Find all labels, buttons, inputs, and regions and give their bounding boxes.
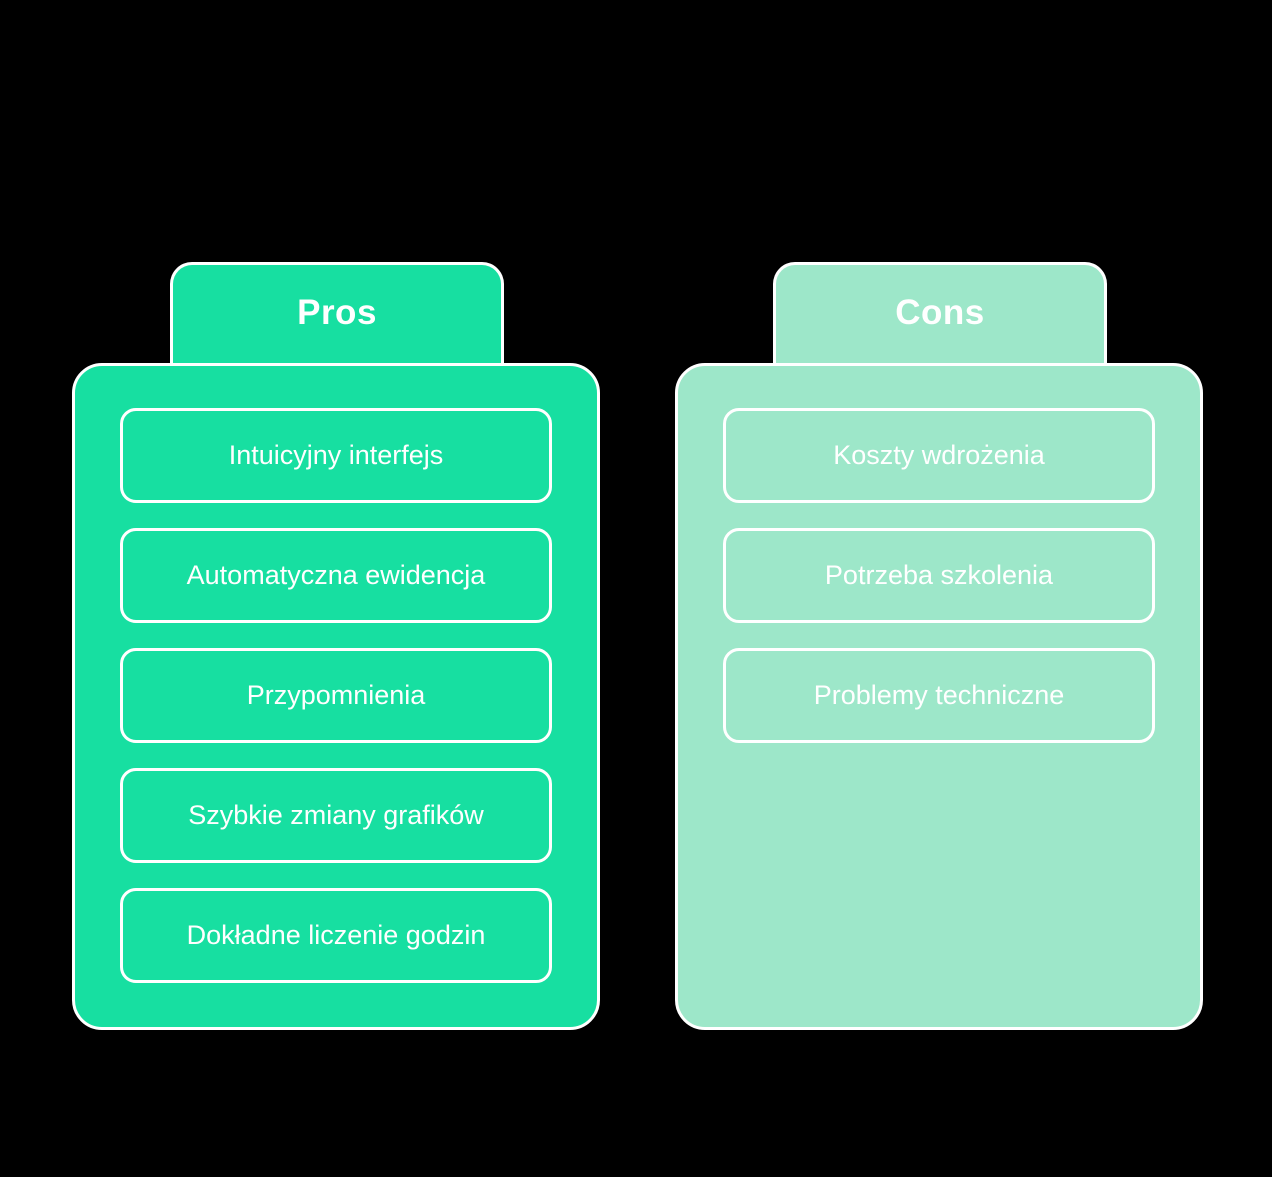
list-item-label: Automatyczna ewidencja [186,560,486,591]
list-item-label: Dokładne liczenie godzin [186,920,486,951]
list-item[interactable]: Potrzeba szkolenia [723,528,1155,623]
list-item-label: Potrzeba szkolenia [824,560,1054,591]
list-item[interactable]: Dokładne liczenie godzin [120,888,552,983]
list-item[interactable]: Szybkie zmiany grafików [120,768,552,863]
cons-header-tab: Cons [773,262,1107,372]
list-item[interactable]: Problemy techniczne [723,648,1155,743]
pros-list: Intuicyjny interfejs Automatyczna ewiden… [120,408,552,983]
pros-header-tab: Pros [170,262,504,372]
list-item-label: Problemy techniczne [813,680,1065,711]
list-item-label: Koszty wdrożenia [833,440,1045,471]
cons-list: Koszty wdrożenia Potrzeba szkolenia Prob… [723,408,1155,743]
pros-panel-body: Intuicyjny interfejs Automatyczna ewiden… [72,363,600,1030]
list-item-label: Przypomnienia [246,680,426,711]
pros-title: Pros [297,293,377,332]
list-item-label: Szybkie zmiany grafików [188,800,484,831]
cons-panel-body: Koszty wdrożenia Potrzeba szkolenia Prob… [675,363,1203,1030]
list-item[interactable]: Przypomnienia [120,648,552,743]
list-item[interactable]: Automatyczna ewidencja [120,528,552,623]
list-item[interactable]: Intuicyjny interfejs [120,408,552,503]
list-item[interactable]: Koszty wdrożenia [723,408,1155,503]
cons-title: Cons [895,293,985,332]
list-item-label: Intuicyjny interfejs [228,440,444,471]
